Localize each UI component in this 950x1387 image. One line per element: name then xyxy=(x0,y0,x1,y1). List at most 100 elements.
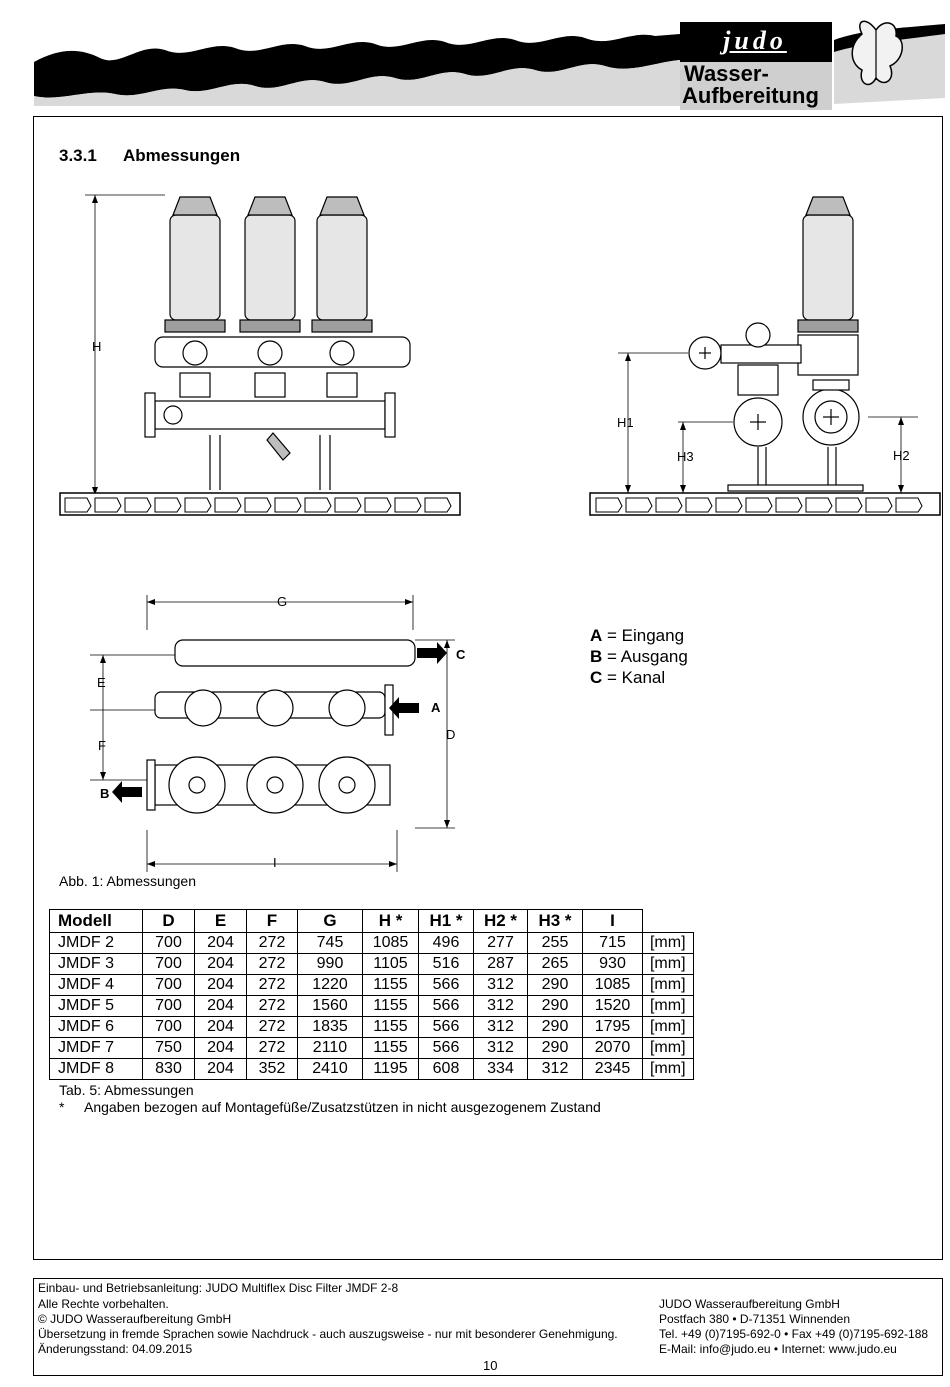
dim-label-e: E xyxy=(97,675,106,690)
footer xyxy=(33,1278,943,1376)
table-cell: 715 xyxy=(582,932,643,954)
table-cell: 750 xyxy=(142,1037,195,1059)
table-cell: 204 xyxy=(194,953,247,975)
table-cell: 745 xyxy=(297,932,363,954)
col-header-f: F xyxy=(246,909,298,933)
table-header-row: Modell D E F G H * H1 * H2 * H3 * I xyxy=(49,909,694,933)
table-cell: 566 xyxy=(418,995,474,1017)
table-cell: 287 xyxy=(473,953,528,975)
table-cell-unit: [mm] xyxy=(642,974,694,996)
table-caption: Tab. 5: Abmessungen xyxy=(59,1082,194,1098)
footnote-mark: * xyxy=(59,1099,65,1115)
legend-row-a: A = Eingang xyxy=(590,626,685,645)
table-cell: 334 xyxy=(473,1058,528,1080)
table-cell: 566 xyxy=(418,1016,474,1038)
col-header-d: D xyxy=(142,909,195,933)
table-cell: 204 xyxy=(194,974,247,996)
dim-label-h3: H3 xyxy=(677,449,694,464)
table-cell: 700 xyxy=(142,974,195,996)
table-cell: 700 xyxy=(142,1016,195,1038)
table-cell: 204 xyxy=(194,1058,247,1080)
dim-label-d: D xyxy=(446,727,456,742)
table-cell: JMDF 7 xyxy=(49,1037,143,1059)
table-cell: JMDF 3 xyxy=(49,953,143,975)
table-cell-unit: [mm] xyxy=(642,1058,694,1080)
table-cell: 1155 xyxy=(362,995,419,1017)
table-cell: 1155 xyxy=(362,974,419,996)
table-cell: 566 xyxy=(418,974,474,996)
table-cell: 1155 xyxy=(362,1016,419,1038)
table-cell: 2110 xyxy=(297,1037,363,1059)
table-cell: 2345 xyxy=(582,1058,643,1080)
col-header-h2: H2 * xyxy=(473,909,528,933)
table-cell: 204 xyxy=(194,932,247,954)
table-cell: 1085 xyxy=(582,974,643,996)
table-cell: 312 xyxy=(473,995,528,1017)
header-wave xyxy=(34,20,945,110)
content-frame xyxy=(33,116,943,1260)
table-cell: 700 xyxy=(142,932,195,954)
col-header-h: H * xyxy=(362,909,419,933)
section-number: 3.3.1 xyxy=(59,146,97,165)
table-cell: 930 xyxy=(582,953,643,975)
table-cell: 204 xyxy=(194,1016,247,1038)
table-cell: 312 xyxy=(473,1037,528,1059)
table-cell: 566 xyxy=(418,1037,474,1059)
table-cell: 990 xyxy=(297,953,363,975)
col-header-modell: Modell xyxy=(49,909,143,933)
table-cell: 496 xyxy=(418,932,474,954)
table-cell: 272 xyxy=(246,932,298,954)
dim-label-h: H xyxy=(92,339,102,354)
legend: A = Eingang B = Ausgang C = Kanal xyxy=(590,625,688,688)
table-cell: 272 xyxy=(246,1037,298,1059)
col-header-g: G xyxy=(297,909,363,933)
table-cell: 700 xyxy=(142,995,195,1017)
dim-label-h1: H1 xyxy=(617,415,634,430)
top-view-drawing xyxy=(90,595,455,872)
table-cell: 290 xyxy=(527,1016,583,1038)
table-cell: 265 xyxy=(527,953,583,975)
page-number: 10 xyxy=(483,1358,498,1373)
table-cell: 272 xyxy=(246,974,298,996)
table-cell: 1220 xyxy=(297,974,363,996)
table-cell: 272 xyxy=(246,1016,298,1038)
table-cell: 1835 xyxy=(297,1016,363,1038)
side-view-drawing xyxy=(589,196,941,516)
table-cell: JMDF 4 xyxy=(49,974,143,996)
col-header-e: E xyxy=(194,909,247,933)
dim-label-g: G xyxy=(277,594,288,609)
front-view-drawing xyxy=(59,194,461,516)
table-cell: JMDF 8 xyxy=(49,1058,143,1080)
table-cell: 290 xyxy=(527,974,583,996)
table-cell: 290 xyxy=(527,995,583,1017)
table-cell: 2410 xyxy=(297,1058,363,1080)
section-title: Abmessungen xyxy=(123,146,241,165)
dimensions-table: Modell D E F G H * H1 * H2 * H3 * I JMDF… xyxy=(49,909,694,1080)
legend-row-b: B = Ausgang xyxy=(590,647,688,666)
table-cell: 312 xyxy=(527,1058,583,1080)
brand-logo: judo xyxy=(723,26,787,55)
table-cell: 1795 xyxy=(582,1016,643,1038)
table-cell: 277 xyxy=(473,932,528,954)
footer-right-line-2: Postfach 380 • D-71351 Winnenden xyxy=(659,1312,850,1326)
table-cell: 352 xyxy=(246,1058,298,1080)
table-cell: 204 xyxy=(194,995,247,1017)
table-cell-unit: [mm] xyxy=(642,932,694,954)
table-cell: 290 xyxy=(527,1037,583,1059)
table-cell-unit: [mm] xyxy=(642,995,694,1017)
table-cell: 272 xyxy=(246,953,298,975)
footer-right-line-1: JUDO Wasseraufbereitung GmbH xyxy=(659,1297,840,1311)
footer-left-line-4: Übersetzung in fremde Sprachen sowie Nac… xyxy=(38,1327,618,1341)
table-cell: JMDF 5 xyxy=(49,995,143,1017)
table-cell: 1085 xyxy=(362,932,419,954)
footer-right-line-3: Tel. +49 (0)7195-692-0 • Fax +49 (0)7195… xyxy=(659,1327,929,1341)
table-cell: 312 xyxy=(473,974,528,996)
table-cell: 516 xyxy=(418,953,474,975)
